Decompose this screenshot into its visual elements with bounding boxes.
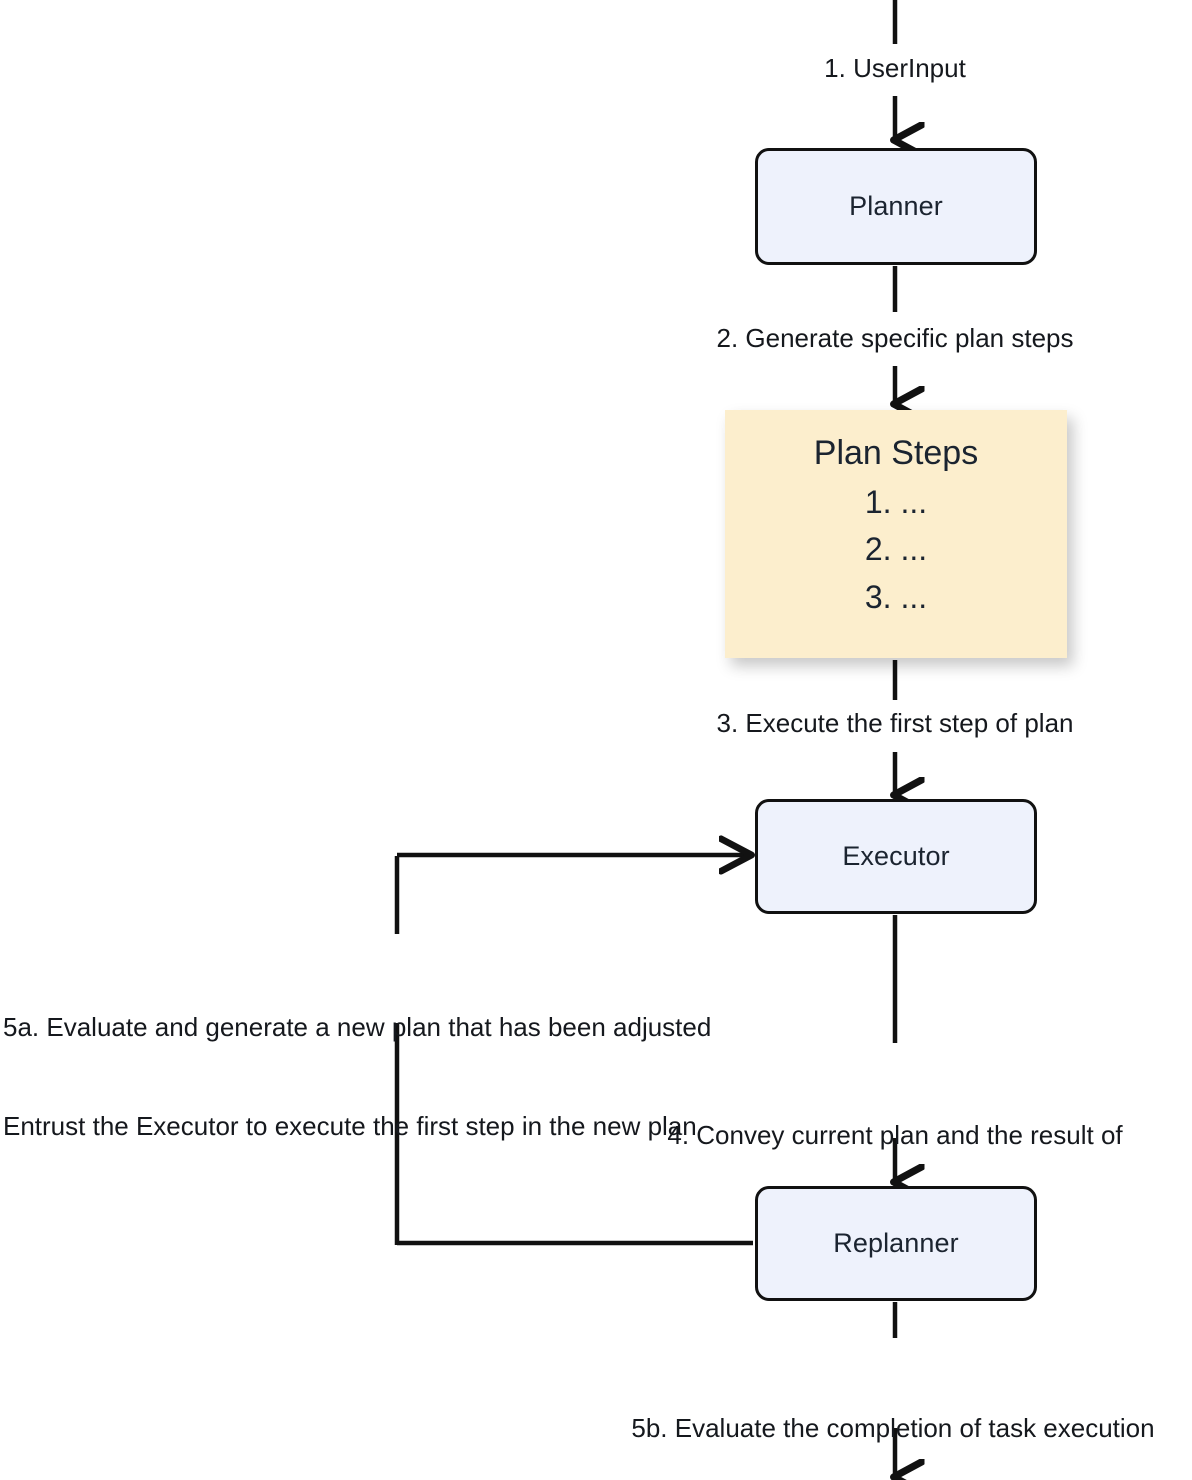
- edge-label-finish: 5b. Evaluate the completion of task exec…: [631, 1345, 1154, 1480]
- edge-label-generate-plan: 2. Generate specific plan steps: [716, 323, 1074, 353]
- edge-label-convey-result-line1: 4. Convey current plan and the result of: [667, 1119, 1123, 1150]
- edge-label-replan-loop-line2: Entrust the Executor to execute the firs…: [3, 1111, 697, 1142]
- node-plan-steps-item-2: 2. ...: [864, 531, 928, 568]
- edge-label-replan-loop: 5a. Evaluate and generate a new plan tha…: [3, 944, 711, 1210]
- edge-label-finish-line1: 5b. Evaluate the completion of task exec…: [631, 1412, 1155, 1443]
- node-replanner[interactable]: Replanner: [755, 1186, 1037, 1301]
- node-plan-steps-title: Plan Steps: [813, 434, 979, 472]
- node-executor[interactable]: Executor: [755, 799, 1037, 914]
- node-planner[interactable]: Planner: [755, 148, 1037, 265]
- node-executor-label: Executor: [842, 841, 950, 871]
- edge-label-replan-loop-line1: 5a. Evaluate and generate a new plan tha…: [3, 1011, 712, 1042]
- node-plan-steps[interactable]: Plan Steps 1. ... 2. ... 3. ...: [725, 410, 1067, 658]
- node-planner-label: Planner: [849, 191, 943, 221]
- node-replanner-label: Replanner: [833, 1228, 959, 1258]
- edge-label-user-input: 1. UserInput: [824, 53, 966, 83]
- node-plan-steps-item-3: 3. ...: [864, 578, 928, 615]
- node-plan-steps-item-1: 1. ...: [864, 483, 928, 520]
- edge-label-execute-first: 3. Execute the first step of plan: [716, 708, 1074, 738]
